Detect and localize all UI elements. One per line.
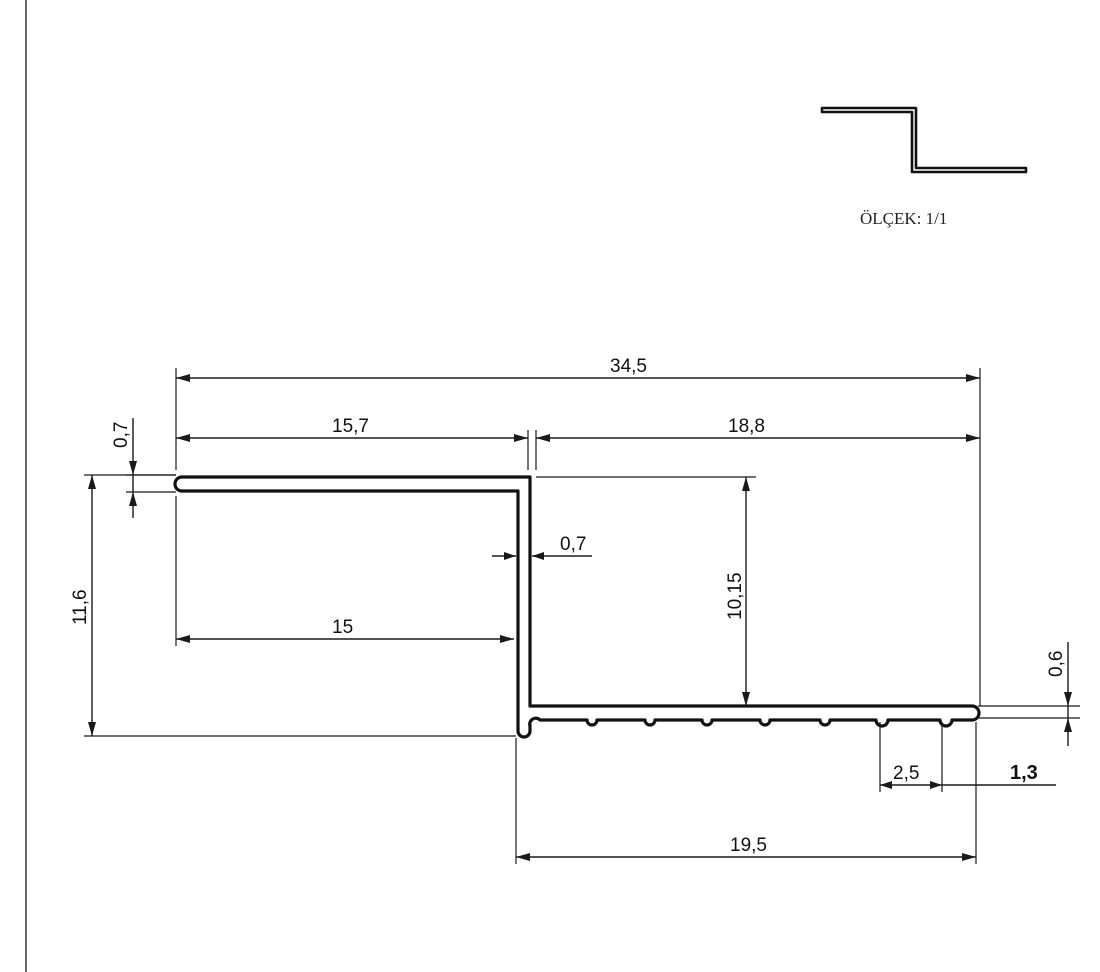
dim-left-top-width [176,430,529,470]
dim-total-height-label: 11,6 [70,589,91,625]
dim-right-top-width-label: 18,8 [728,416,765,437]
dim-left-top-width-label: 15,7 [332,416,369,437]
dim-web-height [536,476,756,706]
dim-bottom-thickness [978,642,1080,746]
dim-web-thickness-label: 0,7 [560,534,586,555]
dim-bottom-width-label: 19,5 [730,835,767,856]
dim-web-height-label: 10,15 [725,572,746,620]
dim-end-offset-label: 1,3 [1010,762,1038,784]
main-profile [173,475,981,739]
dim-total-height [84,474,516,737]
dim-bottom-thickness-label: 0,6 [1046,651,1067,677]
dim-web-thickness [492,552,592,560]
dim-total-width [175,368,981,706]
dim-total-width-label: 34,5 [610,356,647,377]
dim-top-thickness-label: 0,7 [111,422,132,448]
dim-bottom-width [515,722,977,864]
scale-label: ÖLÇEK: 1/1 [860,209,947,228]
dim-inner-width-label: 15 [332,617,353,638]
scale-thumbnail [820,106,1028,174]
dim-groove-pitch [879,722,943,792]
dim-inner-width [175,496,514,646]
dim-groove-pitch-label: 2,5 [893,763,919,784]
dim-top-thickness [126,418,176,518]
dim-right-top-width [535,430,980,470]
